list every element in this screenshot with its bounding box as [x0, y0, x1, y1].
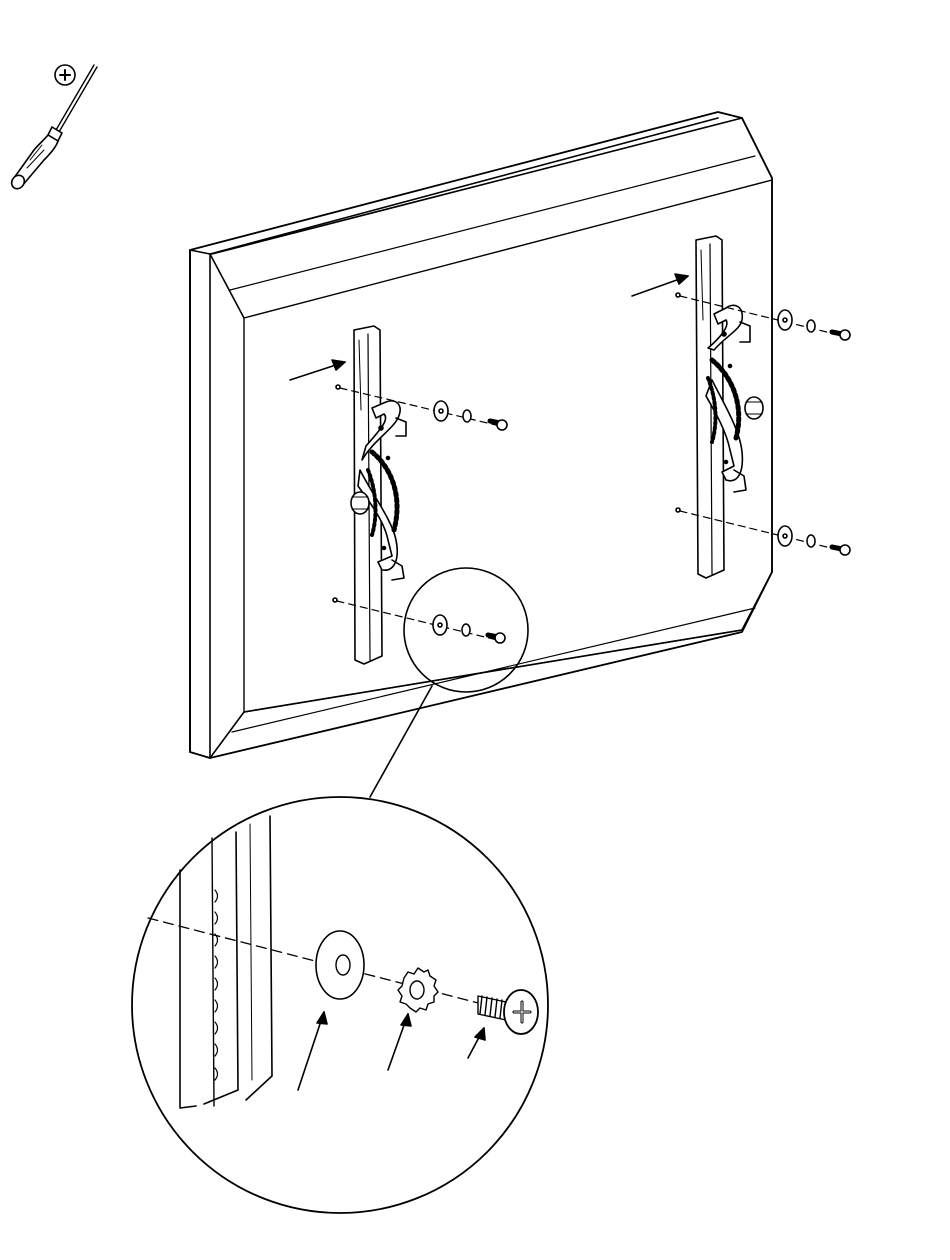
tv-panel [190, 112, 772, 758]
tilt-knob-icon [745, 397, 763, 419]
tilt-knob-icon [351, 492, 369, 514]
screwdriver-icon [9, 65, 97, 191]
washer [316, 931, 364, 999]
